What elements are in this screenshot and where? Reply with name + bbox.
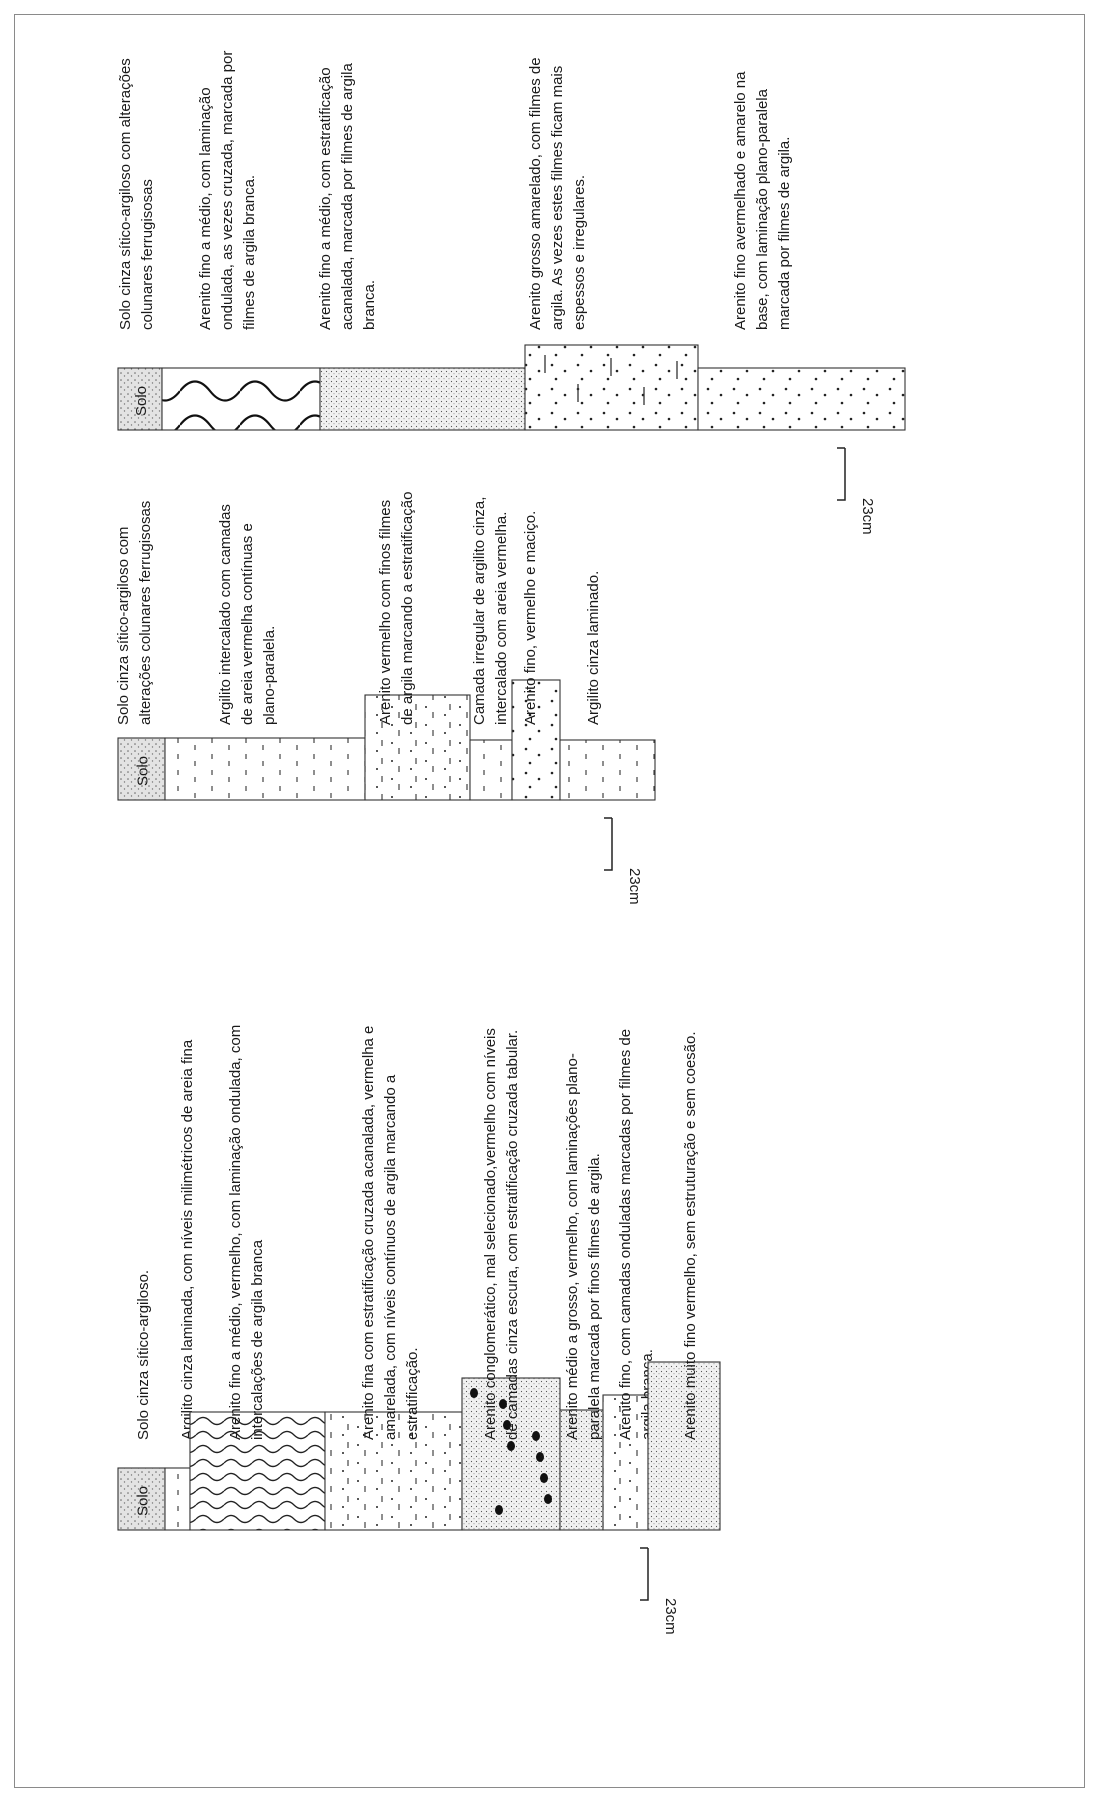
layer-5-description: Arenito fino, vermelho e maciço. <box>522 511 539 725</box>
layer-5 <box>698 368 905 430</box>
layer-4-description: espessos e irregulares. <box>571 175 588 330</box>
scale-label: 23cm <box>859 498 876 535</box>
layer-2-description: filmes de argila branca. <box>241 175 258 330</box>
layer-2-description: Argilito cinza laminada, com níveis mili… <box>179 1039 196 1440</box>
scale-bar-3: 23cm <box>837 448 876 535</box>
layer-6 <box>560 740 655 800</box>
scale-bracket <box>640 1548 648 1600</box>
pebble-mark <box>532 1431 540 1441</box>
layer-5-description: base, com laminação plano-paralela <box>754 88 771 330</box>
pebble-mark <box>536 1452 544 1462</box>
layer-2-description: ondulada, as vezes cruzada, marcada por <box>219 51 236 330</box>
pebble-mark <box>540 1473 548 1483</box>
layer-3-description: de argila marcando a estratificação <box>399 492 416 725</box>
layer-3-description: intercalações de argila branca <box>249 1239 266 1440</box>
layer-4 <box>525 345 698 430</box>
layer-6-description: Arenito médio a grosso, vermelho, com la… <box>564 1053 581 1440</box>
layer-3-description: branca. <box>361 280 378 330</box>
layer-2 <box>162 368 320 430</box>
layer-3-description: acanalada, marcada por filmes de argila <box>339 63 356 330</box>
pebble-mark <box>544 1494 552 1504</box>
layer-3-description: Arenito fino a médio, com estratificação <box>317 67 334 330</box>
layer-2-description: Argilito intercalado com camadas <box>217 504 234 725</box>
layer-1-description: alterações colunares ferrugisosas <box>137 501 154 725</box>
soil-label: Solo <box>135 1486 152 1516</box>
layer-2-description: plano-paralela. <box>261 626 278 725</box>
stratigraphic-column-1: Solo Solo cinza sítico-argiloso. Argilito … <box>118 1025 720 1559</box>
layer-4-description: estratificação. <box>404 1347 421 1440</box>
pebble-mark <box>470 1388 478 1398</box>
layer-5-description: marcada por filmes de argila. <box>776 137 793 330</box>
soil-label: Solo <box>135 756 152 786</box>
layer-4-description: argila. As vezes estes filmes ficam mais <box>549 66 566 330</box>
scale-bracket <box>837 448 845 500</box>
layer-4-description: Arenito fina com estratificação cruzada … <box>360 1026 377 1440</box>
layer-4-description: amarelada, com níveis contínuos de argil… <box>382 1074 399 1440</box>
layer-1-description: Solo cinza sítico-argiloso. <box>135 1270 152 1440</box>
pebble-mark <box>507 1441 515 1451</box>
layer-4 <box>470 740 512 800</box>
layer-5-description: de camadas cinza escura, com estratifica… <box>504 1030 521 1440</box>
scale-bracket <box>604 818 612 870</box>
layer-3-description: Arenito fino a médio, vermelho, com lami… <box>227 1025 244 1440</box>
soil-label: Solo <box>133 386 150 416</box>
layer-2-description: Arenito fino a médio, com laminação <box>197 87 214 330</box>
layer-6-description: paralela marcada por finos filmes de arg… <box>586 1153 603 1440</box>
layer-1-description: Solo cinza sítico-argiloso com <box>115 527 132 725</box>
layer-5-description: Arenito fino avermelhado e amarelo na <box>732 71 749 330</box>
stratigraphic-column-3: Solo Solo cinza sítico-argiloso com alter… <box>117 51 905 459</box>
pebble-mark <box>495 1505 503 1515</box>
layer-4-description: Camada irregular de argilito cinza, <box>471 497 488 725</box>
stratigraphic-column-2: Solo Solo cinza sítico-argiloso com altera… <box>115 492 655 832</box>
layer-6-description: Argilito cinza laminado. <box>585 571 602 725</box>
layer-1-description: colunares ferrugisosas <box>139 179 156 330</box>
scale-label: 23cm <box>626 868 643 905</box>
layer-4-description: intercalado com areia vermelha. <box>493 512 510 725</box>
layer-2 <box>165 738 365 800</box>
layer-8-description: Arenito muito fino vermelho, sem estrutu… <box>682 1031 699 1440</box>
scale-bar-2: 23cm <box>604 818 643 905</box>
layer-3 <box>320 368 525 430</box>
scale-label: 23cm <box>662 1598 679 1635</box>
layer-5-description: Arenito conglomerático, mal selecionado,… <box>482 1028 499 1440</box>
layer-4-description: Arenito grosso amarelado, com filmes de <box>527 57 544 330</box>
layer-2-description: de areia vermelha contínuas e <box>239 523 256 725</box>
layer-7-description: Arenito fino, com camadas onduladas marc… <box>617 1029 634 1440</box>
layer-1-description: Solo cinza sítico-argiloso com alteraçõe… <box>117 58 134 330</box>
layer-3-description: Arenito vermelho com finos filmes <box>377 500 394 725</box>
scale-bar-1: 23cm <box>640 1548 679 1635</box>
layer-2 <box>165 1468 190 1530</box>
